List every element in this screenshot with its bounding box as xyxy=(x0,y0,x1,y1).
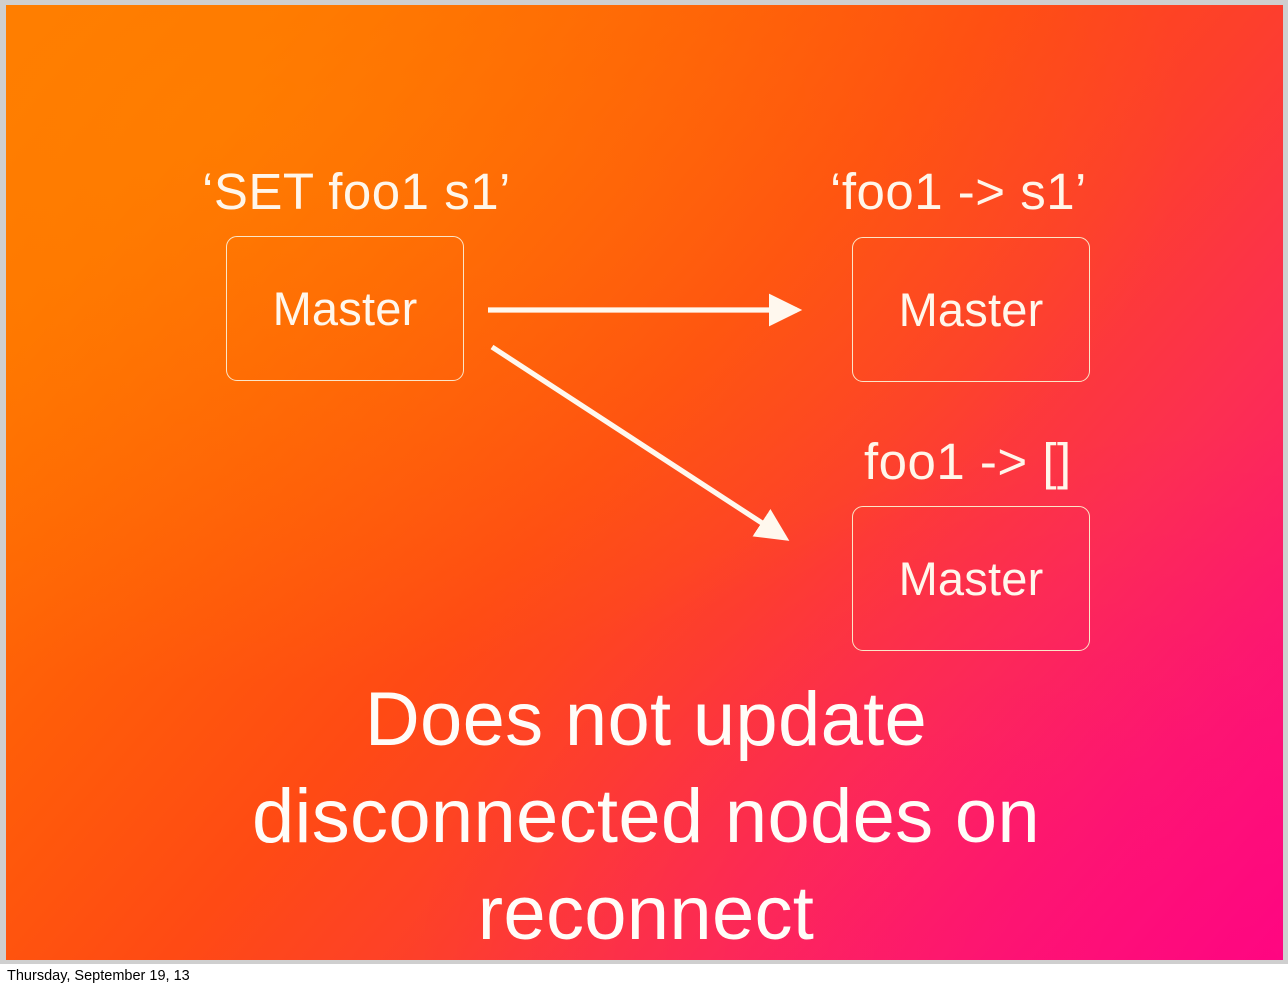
node-label: Master xyxy=(272,282,418,335)
node-box-master-top: Master xyxy=(852,237,1090,382)
annotation-foo-mapped: ‘foo1 -> s1’ xyxy=(830,163,1087,220)
footer-date: Thursday, September 19, 13 xyxy=(7,968,190,984)
slide-canvas: ‘SET foo1 s1’ ‘foo1 -> s1’ foo1 -> [] Ma… xyxy=(6,5,1283,960)
node-label: Master xyxy=(898,552,1044,605)
slide-content-layer: ‘SET foo1 s1’ ‘foo1 -> s1’ foo1 -> [] Ma… xyxy=(6,5,1283,960)
footer-bar xyxy=(0,964,1288,991)
annotation-set-command: ‘SET foo1 s1’ xyxy=(202,163,511,220)
node-box-master-bottom: Master xyxy=(852,506,1090,651)
node-box-master-left: Master xyxy=(226,236,464,381)
slide-caption: Does not update disconnected nodes on re… xyxy=(251,677,1040,956)
node-label: Master xyxy=(898,283,1044,336)
annotation-foo-empty: foo1 -> [] xyxy=(864,433,1072,490)
